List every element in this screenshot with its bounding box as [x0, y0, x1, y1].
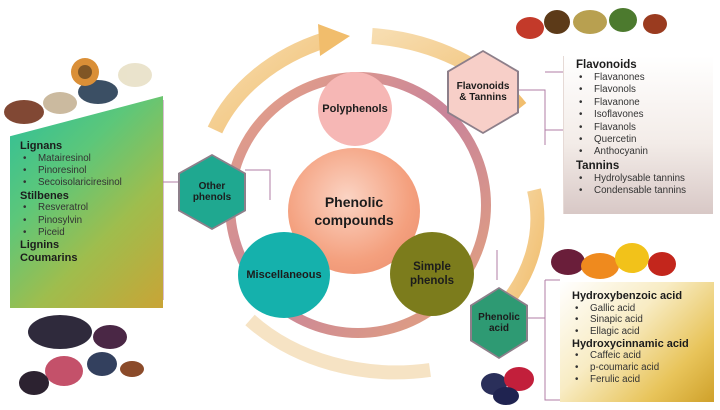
list-item: Sinapic acid — [572, 314, 708, 326]
list-item: Isoflavones — [576, 109, 707, 122]
miscellaneous-circle: Miscellaneous — [238, 232, 330, 318]
tannins-list: Hydrolysable tannins Condensable tannins — [576, 173, 707, 198]
list-item: Piceid — [20, 227, 157, 240]
simple-phenols-label: Simple phenols — [409, 261, 455, 287]
list-item: Matairesinol — [20, 153, 157, 166]
phenolic-acid-hex: Phenolic acid — [472, 289, 526, 357]
group-title: Stilbenes — [20, 189, 69, 202]
polyphenols-label: Polyphenols — [322, 103, 388, 115]
list-item: Flavanols — [576, 122, 707, 135]
connector-lines — [162, 71, 563, 401]
hydroxycinnamic-list: Caffeic acid p-coumaric acid Ferulic aci… — [572, 350, 708, 385]
group-title: Tannins — [576, 159, 620, 172]
list-item: Quercetin — [576, 134, 707, 147]
other-phenols-panel: Lignans Matairesinol Pinoresinol Secoiso… — [10, 96, 163, 308]
list-item: Ferulic acid — [572, 374, 708, 386]
phenolic-acid-label: Phenolic acid — [478, 312, 520, 334]
cycle-arrow-bottom — [245, 314, 431, 380]
list-item: Condensable tannins — [576, 185, 707, 198]
flavonoids-tannins-hex: Flavonoids & Tannins — [449, 52, 517, 132]
list-item: Pinosylvin — [20, 215, 157, 228]
list-item: Gallic acid — [572, 303, 708, 315]
flavonoids-tannins-label: Flavonoids & Tannins — [456, 81, 510, 103]
flavonoids-list: Flavanones Flavonols Flavanone Isoflavon… — [576, 72, 707, 159]
food-images-left — [4, 58, 152, 124]
food-images-bottom-right — [481, 367, 534, 405]
list-item: Hydrolysable tannins — [576, 173, 707, 186]
food-images-bottom-left — [19, 315, 144, 395]
stilbenes-list: Resveratrol Pinosylvin Piceid — [20, 202, 157, 240]
cycle-arrow-top-left — [207, 32, 328, 134]
list-item: Flavonols — [576, 84, 707, 97]
food-images-top-right — [516, 8, 667, 39]
miscellaneous-label: Miscellaneous — [246, 269, 322, 281]
hydroxybenzoic-list: Gallic acid Sinapic acid Ellagic acid — [572, 303, 708, 338]
list-item: Resveratrol — [20, 202, 157, 215]
simple-phenols-circle: Simple phenols — [390, 232, 474, 316]
polyphenols-circle: Polyphenols — [318, 72, 392, 146]
phenolic-compounds-label: Phenolic compounds — [314, 194, 394, 228]
flavonoids-tannins-panel: Flavonoids Flavanones Flavonols Flavanon… — [563, 56, 713, 214]
list-item: Ellagic acid — [572, 326, 708, 338]
group-title: Lignans — [20, 140, 63, 152]
group-title: Flavonoids — [576, 59, 637, 71]
group-title: Lignins — [20, 239, 60, 252]
lignans-list: Matairesinol Pinoresinol Secoisolaricire… — [20, 153, 157, 191]
list-item: Flavanones — [576, 72, 707, 85]
list-item: Flavanone — [576, 97, 707, 110]
list-item: p-coumaric acid — [572, 362, 708, 374]
list-item: Anthocyanin — [576, 146, 707, 159]
group-title: Hydroxycinnamic acid — [572, 337, 689, 350]
cycle-arrowhead-left — [318, 24, 350, 56]
list-item: Caffeic acid — [572, 350, 708, 362]
list-item: Secoisolariciresinol — [20, 177, 157, 190]
other-phenols-label: Other phenols — [192, 181, 232, 203]
phenolic-acid-panel: Hydroxybenzoic acid Gallic acid Sinapic … — [560, 282, 714, 402]
group-title: Hydroxybenzoic acid — [572, 290, 683, 302]
other-phenols-hex: Other phenols — [180, 156, 244, 228]
list-item: Pinoresinol — [20, 165, 157, 178]
food-images-right-middle — [551, 243, 676, 279]
group-title: Coumarins — [20, 251, 78, 264]
